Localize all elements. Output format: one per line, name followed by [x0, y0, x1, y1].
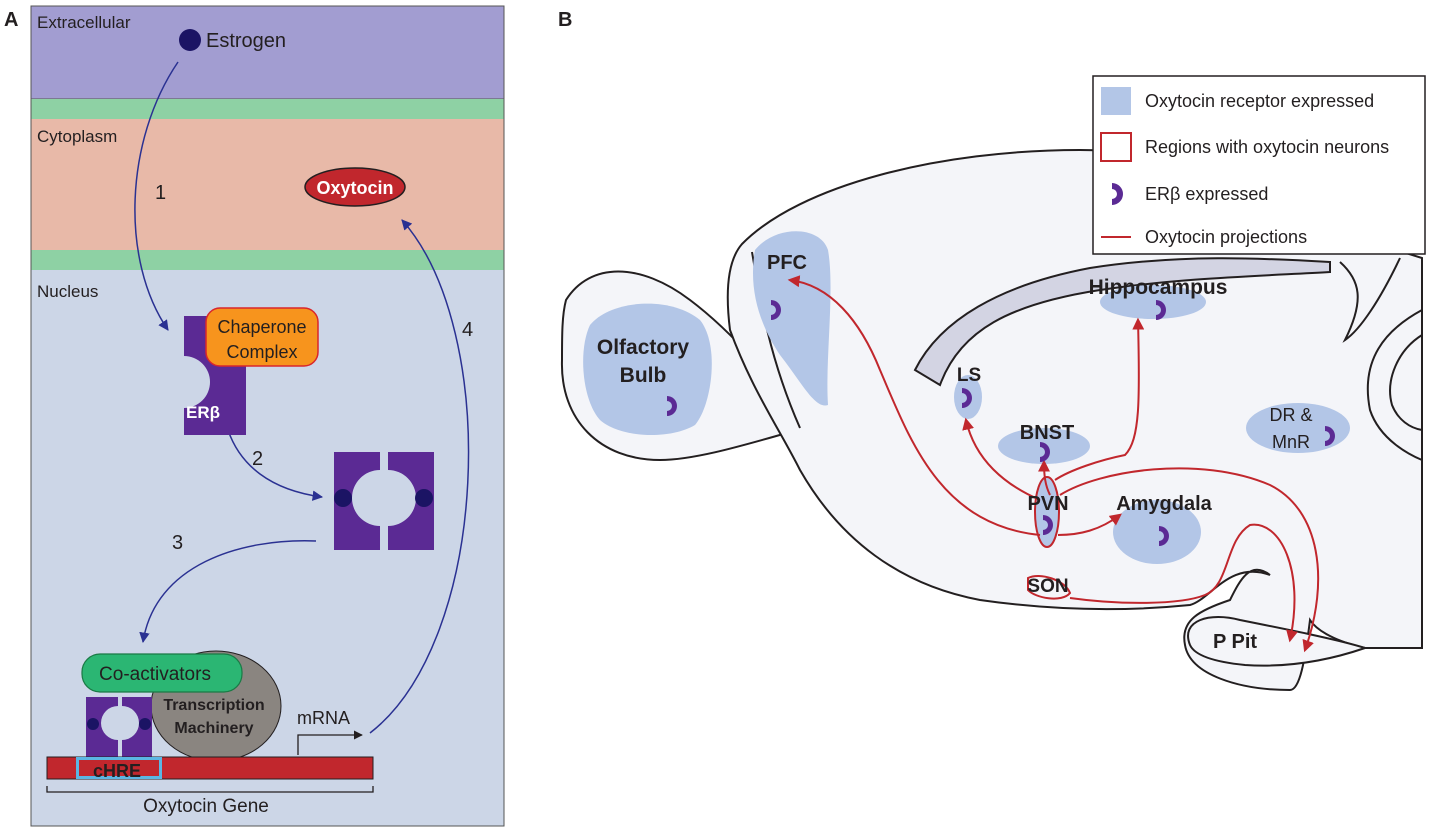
ls-label: LS	[957, 365, 981, 386]
erb-icon	[962, 388, 972, 408]
olfactory-label-line1: Olfactory	[597, 336, 690, 359]
pvn-region	[1034, 476, 1060, 548]
gene-bracket	[46, 786, 374, 793]
erb-icon	[1043, 515, 1053, 535]
hippocampus-label: Hippocampus	[1089, 276, 1228, 299]
cell-membrane	[31, 99, 504, 119]
step-3-arrow	[139, 540, 317, 644]
legend-label-projections: Oxytocin projections	[1145, 227, 1307, 247]
chaperone-label-line1: Chaperone	[217, 317, 306, 337]
amygdala-region	[1113, 500, 1201, 564]
pvn-label: PVN	[1027, 493, 1068, 515]
erb-dimer-icon	[334, 452, 434, 550]
posterior-pituitary-outline	[1187, 616, 1369, 667]
transcription-start-arrow	[297, 730, 363, 755]
nucleus-label: Nucleus	[37, 282, 98, 301]
dr-label-line2: MnR	[1272, 432, 1310, 452]
legend: Oxytocin receptor expressed Regions with…	[1092, 75, 1426, 255]
nuclear-membrane	[31, 250, 504, 270]
olfactory-label-line2: Bulb	[620, 364, 667, 387]
legend-box	[1092, 75, 1426, 255]
dr-label-line1: DR &	[1269, 405, 1312, 425]
amygdala-label: Amygdala	[1116, 493, 1212, 515]
step-1-arrow	[134, 61, 179, 331]
transcription-label-line2: Machinery	[174, 720, 253, 737]
extracellular-region	[30, 5, 505, 100]
chaperone-complex-icon	[205, 307, 319, 367]
step-4-arrow	[369, 219, 470, 734]
extracellular-label: Extracellular	[37, 13, 131, 32]
cytoplasm-label: Cytoplasm	[37, 127, 117, 146]
legend-blue-square-icon	[1101, 87, 1131, 115]
legend-label-receptor: Oxytocin receptor expressed	[1145, 91, 1374, 111]
erb-icon	[771, 300, 781, 320]
transcription-label-line1: Transcription	[163, 697, 264, 714]
estrogen-label: Estrogen	[206, 30, 286, 52]
legend-label-erb: ERβ expressed	[1145, 184, 1268, 204]
chaperone-label-line2: Complex	[226, 342, 297, 362]
erb-icon	[1325, 426, 1335, 446]
son-label: SON	[1027, 576, 1068, 597]
receptor-regions	[583, 231, 1350, 600]
step-4-number: 4	[462, 319, 473, 341]
oxytocin-gene-label: Oxytocin Gene	[143, 796, 269, 817]
olfactory-bulb-region	[583, 303, 712, 436]
oxytocin-projections	[787, 275, 1320, 653]
erb-icon	[667, 396, 677, 416]
son-region	[1027, 574, 1072, 600]
p-pit-label: P Pit	[1213, 631, 1257, 653]
erb-icon	[1156, 300, 1166, 320]
coactivators-icon	[81, 653, 243, 693]
dr-mnr-region	[1246, 403, 1350, 453]
chre-label: cHRE	[93, 761, 141, 781]
erb-label: ERβ	[186, 403, 220, 422]
legend-red-square-icon	[1100, 132, 1132, 162]
panel-a-letter: A	[4, 9, 18, 31]
oxytocin-molecule-icon	[304, 167, 406, 207]
erb-icon	[1159, 526, 1169, 546]
pfc-region	[752, 231, 831, 406]
bound-erb-dimer-icon	[86, 697, 152, 757]
estrogen-molecule-icon	[179, 29, 201, 51]
erb-icon	[1040, 442, 1050, 462]
coactivators-label: Co-activators	[99, 664, 211, 685]
step-3-number: 3	[172, 532, 183, 554]
erb-markers	[667, 300, 1335, 546]
mrna-label: mRNA	[297, 708, 350, 728]
legend-label-neurons: Regions with oxytocin neurons	[1145, 137, 1389, 157]
panel-b-letter: B	[558, 9, 572, 31]
step-1-number: 1	[155, 182, 166, 204]
cytoplasm-region	[31, 119, 504, 250]
step-2-arrow	[227, 429, 324, 501]
oxytocin-label: Oxytocin	[316, 178, 393, 198]
bnst-label: BNST	[1020, 422, 1074, 444]
pfc-label: PFC	[767, 252, 807, 274]
legend-erb-icon	[1112, 183, 1123, 205]
step-2-number: 2	[252, 448, 263, 470]
hippocampus-region	[1100, 285, 1206, 319]
